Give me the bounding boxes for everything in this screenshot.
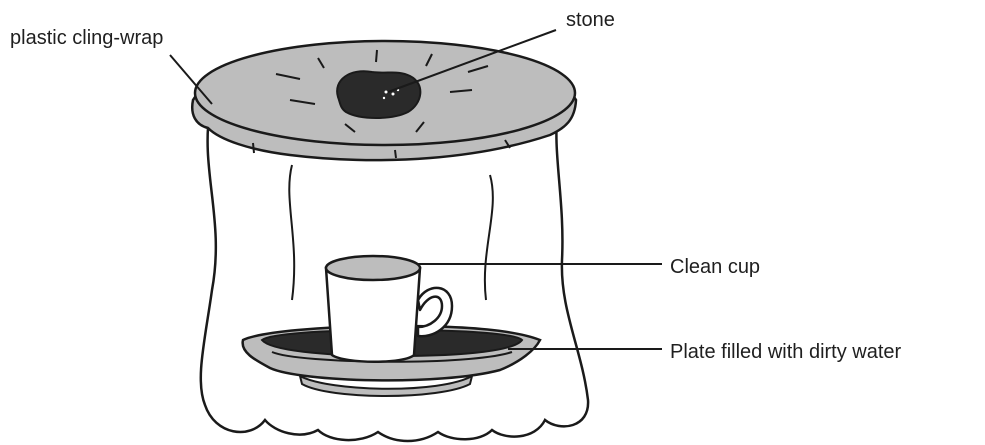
cup-rim bbox=[326, 256, 420, 280]
label-plastic-cling-wrap: plastic cling-wrap bbox=[10, 28, 163, 48]
cup-body bbox=[326, 268, 420, 362]
stone bbox=[337, 71, 420, 118]
label-stone: stone bbox=[566, 10, 615, 30]
label-plate-dirty-water: Plate filled with dirty water bbox=[670, 342, 901, 362]
label-clean-cup: Clean cup bbox=[670, 257, 760, 277]
